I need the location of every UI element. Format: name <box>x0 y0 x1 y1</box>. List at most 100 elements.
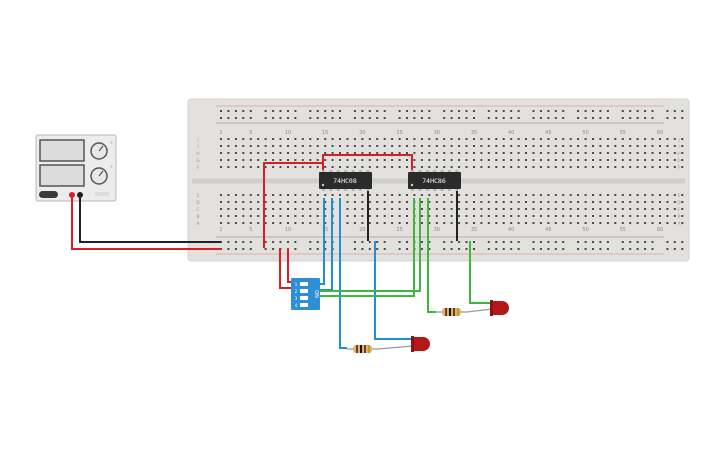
breadboard-hole[interactable] <box>510 166 513 168</box>
breadboard-hole[interactable] <box>287 117 289 119</box>
breadboard-hole[interactable] <box>391 201 394 203</box>
breadboard-hole[interactable] <box>272 152 275 154</box>
breadboard-hole[interactable] <box>636 201 639 203</box>
breadboard-hole[interactable] <box>294 138 297 140</box>
breadboard-hole[interactable] <box>450 138 453 140</box>
breadboard-hole[interactable] <box>242 145 245 147</box>
chip-body[interactable] <box>408 172 461 189</box>
breadboard-hole[interactable] <box>279 117 282 119</box>
breadboard-hole[interactable] <box>234 194 237 196</box>
breadboard-hole[interactable] <box>435 159 438 161</box>
breadboard-hole[interactable] <box>458 117 461 119</box>
breadboard-hole[interactable] <box>435 194 438 196</box>
breadboard-hole[interactable] <box>629 208 632 210</box>
breadboard-hole[interactable] <box>272 222 275 224</box>
breadboard-hole[interactable] <box>450 194 453 196</box>
breadboard-hole[interactable] <box>406 201 408 203</box>
breadboard-hole[interactable] <box>391 166 394 168</box>
breadboard-hole[interactable] <box>465 166 468 168</box>
breadboard-hole[interactable] <box>324 145 327 147</box>
breadboard-hole[interactable] <box>517 138 520 140</box>
breadboard-hole[interactable] <box>383 138 386 140</box>
breadboard-hole[interactable] <box>264 194 267 196</box>
breadboard-hole[interactable] <box>324 248 327 250</box>
breadboard-hole[interactable] <box>584 248 587 250</box>
breadboard-hole[interactable] <box>294 248 297 250</box>
breadboard-hole[interactable] <box>621 166 624 168</box>
breadboard-hole[interactable] <box>681 222 684 224</box>
breadboard-hole[interactable] <box>614 152 617 154</box>
breadboard-hole[interactable] <box>272 241 275 243</box>
breadboard-hole[interactable] <box>450 159 453 161</box>
breadboard-hole[interactable] <box>428 248 431 250</box>
breadboard-hole[interactable] <box>279 138 282 140</box>
breadboard-hole[interactable] <box>413 145 416 147</box>
breadboard-hole[interactable] <box>264 208 267 210</box>
breadboard-hole[interactable] <box>316 117 319 119</box>
breadboard-hole[interactable] <box>644 241 647 243</box>
breadboard-hole[interactable] <box>249 117 252 119</box>
breadboard-hole[interactable] <box>428 110 431 112</box>
breadboard-hole[interactable] <box>532 194 535 196</box>
breadboard-hole[interactable] <box>376 159 379 161</box>
breadboard-hole[interactable] <box>324 194 327 196</box>
wire-green-switch-4[interactable] <box>314 198 421 292</box>
breadboard-hole[interactable] <box>428 152 431 154</box>
breadboard-hole[interactable] <box>532 159 535 161</box>
breadboard-hole[interactable] <box>309 194 312 196</box>
breadboard-hole[interactable] <box>517 159 520 161</box>
breadboard-hole[interactable] <box>480 166 483 168</box>
breadboard-hole[interactable] <box>592 215 594 217</box>
breadboard-hole[interactable] <box>666 145 669 147</box>
breadboard-hole[interactable] <box>309 201 312 203</box>
breadboard-hole[interactable] <box>242 159 245 161</box>
breadboard-hole[interactable] <box>316 194 319 196</box>
breadboard-hole[interactable] <box>487 241 490 243</box>
breadboard-hole[interactable] <box>361 208 364 210</box>
breadboard-hole[interactable] <box>287 241 289 243</box>
breadboard-hole[interactable] <box>383 208 386 210</box>
breadboard-hole[interactable] <box>592 222 594 224</box>
breadboard-hole[interactable] <box>621 201 624 203</box>
breadboard-hole[interactable] <box>666 208 669 210</box>
breadboard-hole[interactable] <box>666 201 669 203</box>
breadboard-hole[interactable] <box>621 248 624 250</box>
breadboard-hole[interactable] <box>666 166 669 168</box>
breadboard-hole[interactable] <box>592 208 594 210</box>
breadboard-hole[interactable] <box>614 222 617 224</box>
breadboard-hole[interactable] <box>264 110 267 112</box>
breadboard-hole[interactable] <box>644 110 647 112</box>
breadboard-hole[interactable] <box>398 152 401 154</box>
breadboard-hole[interactable] <box>264 152 267 154</box>
breadboard-hole[interactable] <box>443 215 446 217</box>
breadboard-hole[interactable] <box>391 152 394 154</box>
breadboard-hole[interactable] <box>257 208 260 210</box>
breadboard-hole[interactable] <box>339 145 341 147</box>
breadboard-hole[interactable] <box>651 138 654 140</box>
breadboard-hole[interactable] <box>428 138 431 140</box>
breadboard-hole[interactable] <box>346 215 349 217</box>
breadboard-hole[interactable] <box>413 166 416 168</box>
breadboard-hole[interactable] <box>234 166 237 168</box>
breadboard-hole[interactable] <box>562 152 565 154</box>
breadboard-hole[interactable] <box>294 117 297 119</box>
breadboard-hole[interactable] <box>569 145 572 147</box>
breadboard-hole[interactable] <box>592 166 594 168</box>
breadboard-hole[interactable] <box>324 166 327 168</box>
breadboard-hole[interactable] <box>309 241 312 243</box>
breadboard-hole[interactable] <box>651 145 654 147</box>
breadboard-hole[interactable] <box>227 159 230 161</box>
breadboard-hole[interactable] <box>331 166 334 168</box>
breadboard-hole[interactable] <box>294 166 297 168</box>
breadboard-hole[interactable] <box>480 222 483 224</box>
breadboard-hole[interactable] <box>539 159 542 161</box>
breadboard-hole[interactable] <box>673 117 676 119</box>
breadboard-hole[interactable] <box>398 159 401 161</box>
breadboard-hole[interactable] <box>234 110 237 112</box>
breadboard-hole[interactable] <box>547 222 550 224</box>
breadboard-hole[interactable] <box>614 201 617 203</box>
breadboard-hole[interactable] <box>420 152 423 154</box>
breadboard-hole[interactable] <box>502 110 505 112</box>
breadboard-hole[interactable] <box>443 222 446 224</box>
breadboard-hole[interactable] <box>480 201 483 203</box>
